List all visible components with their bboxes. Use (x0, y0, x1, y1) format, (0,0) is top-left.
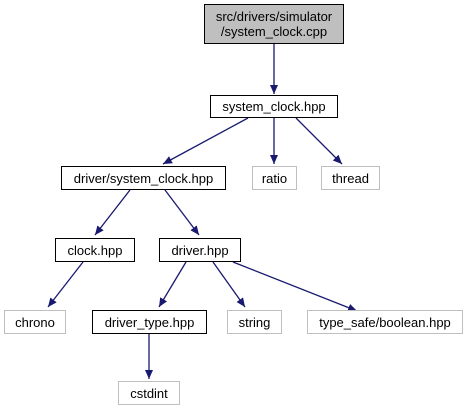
node-root-file-line2: /system_clock.cpp (220, 24, 328, 39)
node-string: string (227, 310, 282, 334)
node-chrono: chrono (4, 310, 66, 334)
node-root-file-line1: src/drivers/simulator (215, 9, 333, 24)
node-driver-system-clock-hpp[interactable]: driver/system_clock.hpp (61, 166, 226, 190)
node-root-file[interactable]: src/drivers/simulator /system_clock.cpp (204, 4, 344, 44)
node-driver-type-hpp-label: driver_type.hpp (104, 314, 195, 330)
node-system-clock-hpp[interactable]: system_clock.hpp (210, 95, 338, 118)
node-clock-hpp[interactable]: clock.hpp (55, 238, 135, 262)
node-cstdint-label: cstdint (130, 385, 168, 401)
node-driver-system-clock-hpp-label: driver/system_clock.hpp (73, 170, 214, 186)
node-cstdint: cstdint (118, 381, 180, 405)
node-clock-hpp-label: clock.hpp (67, 242, 123, 258)
node-type-safe-boolean-hpp: type_safe/boolean.hpp (307, 310, 463, 334)
edge-clock-hpp-to-chrono (47, 261, 84, 308)
edge-driver-system-clock-hpp-to-clock-hpp (94, 189, 131, 236)
node-ratio: ratio (252, 166, 297, 190)
edge-driver-hpp-to-driver-type-hpp (158, 261, 187, 308)
node-ratio-label: ratio (261, 170, 288, 186)
edge-driver-hpp-to-type-safe-boolean-hpp (232, 261, 358, 312)
node-driver-type-hpp[interactable]: driver_type.hpp (92, 310, 207, 334)
node-thread-label: thread (332, 170, 369, 186)
edge-system-clock-hpp-to-driver-system-clock-hpp (162, 117, 249, 165)
node-driver-hpp-label: driver.hpp (171, 242, 229, 258)
node-type-safe-boolean-hpp-label: type_safe/boolean.hpp (319, 314, 451, 330)
node-string-label: string (238, 314, 271, 330)
edge-driver-system-clock-hpp-to-driver-hpp (164, 189, 200, 236)
node-thread: thread (321, 166, 380, 190)
node-driver-hpp[interactable]: driver.hpp (159, 238, 241, 262)
node-system-clock-hpp-label: system_clock.hpp (222, 99, 326, 114)
edge-system-clock-hpp-to-thread (295, 117, 343, 165)
edge-driver-hpp-to-string (212, 261, 246, 308)
node-chrono-label: chrono (15, 314, 55, 330)
